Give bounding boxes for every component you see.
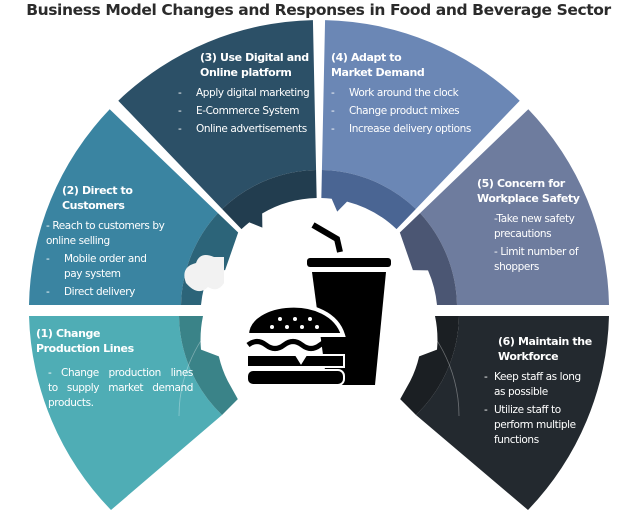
segment-1-shape bbox=[29, 316, 223, 510]
segment-4-text: (4) Adapt to Market Demand -Work around … bbox=[331, 50, 491, 140]
segment-3-item: -E-Commerce System bbox=[178, 105, 300, 117]
segment-5-title: (5) Concern for Workplace Safety bbox=[477, 177, 580, 205]
bun-bottom-icon-part bbox=[246, 369, 345, 386]
segment-5-inner-band bbox=[399, 213, 457, 305]
segment-1-item: - Change production lines to supply mark… bbox=[48, 367, 193, 409]
segment-2-text: (2) Direct to Customers - Reach to custo… bbox=[46, 183, 196, 300]
segment-4-title: (4) Adapt to Market Demand bbox=[331, 51, 425, 79]
segment-2-item: - Reach to customers by online selling bbox=[46, 220, 165, 247]
segment-4-item: -Increase delivery options bbox=[331, 123, 471, 135]
segment-5-item: -Take new safety precautions bbox=[494, 213, 575, 240]
segment-4-item: -Change product mixes bbox=[331, 105, 460, 117]
segment-1-inner-band bbox=[179, 316, 238, 415]
patty-icon-part bbox=[246, 354, 345, 368]
lettuce-icon-part bbox=[246, 339, 347, 351]
burger-and-drink-icon bbox=[244, 222, 391, 386]
segment-5-shape bbox=[420, 109, 609, 306]
segment-2-shape bbox=[29, 109, 218, 306]
segment-1-text: (1) Change Production Lines - Change pro… bbox=[36, 326, 196, 411]
segment-4-shape bbox=[321, 20, 520, 209]
segment-4-list: -Work around the clock -Change product m… bbox=[331, 86, 491, 137]
segment-5-item: - Limit number of shoppers bbox=[494, 246, 579, 273]
segment-6-inner-band bbox=[400, 316, 459, 415]
segment-6-text: (6) Maintain the Workforce -Keep staff a… bbox=[484, 334, 594, 448]
decorative-cloud bbox=[184, 255, 224, 292]
cup-lid-icon-part bbox=[307, 258, 391, 267]
segment-2-title: (2) Direct to Customers bbox=[62, 184, 133, 212]
straw-icon-part bbox=[311, 222, 343, 253]
segment-6-shape bbox=[415, 316, 609, 510]
segment-6-item: -Keep staff as long as possible bbox=[484, 371, 581, 398]
sesame-seeds bbox=[270, 317, 319, 329]
segment-3-shape bbox=[118, 20, 317, 209]
segment-3-inner-band bbox=[222, 170, 317, 230]
segment-6-item: -Utilize staff to perform multiple funct… bbox=[484, 404, 576, 446]
segment-4-inner-band bbox=[321, 170, 416, 230]
segment-3-title: (3) Use Digital and Online platform bbox=[200, 51, 309, 79]
segment-5-text: (5) Concern for Workplace Safety -Take n… bbox=[477, 176, 602, 275]
segment-3-list: -Apply digital marketing -E-Commerce Sys… bbox=[178, 86, 318, 137]
segment-3-item: -Apply digital marketing bbox=[178, 87, 310, 99]
segment-2-item: -Mobile order and pay system bbox=[46, 253, 147, 280]
segment-6-title: (6) Maintain the Workforce bbox=[498, 335, 592, 363]
segment-4-item: -Work around the clock bbox=[331, 87, 459, 99]
segment-3-item: -Online advertisements bbox=[178, 123, 307, 135]
segment-3-text: (3) Use Digital and Online platform -App… bbox=[178, 50, 318, 140]
segment-2-item: -Direct delivery bbox=[46, 286, 135, 298]
segment-1-title: (1) Change Production Lines bbox=[36, 327, 134, 355]
diagram-title: Business Model Changes and Responses in … bbox=[26, 1, 611, 19]
